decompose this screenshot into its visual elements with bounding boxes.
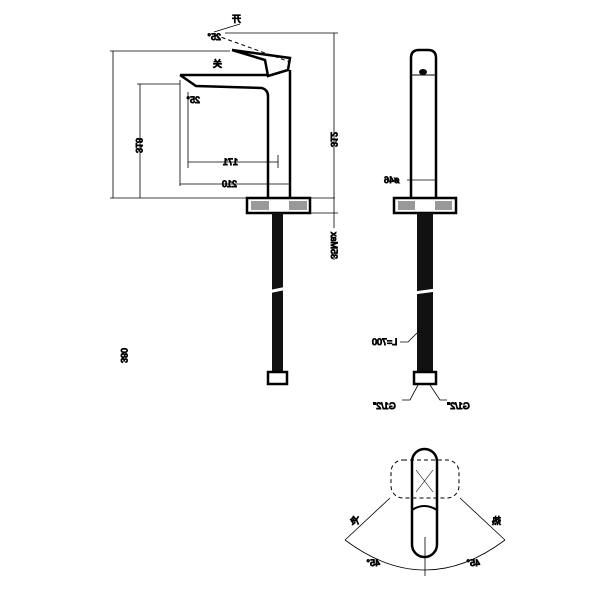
lever-top [410, 447, 439, 559]
front-view: ø46 L=700 G1/2" G1/2" [372, 48, 470, 412]
hose [272, 213, 283, 373]
hot-label: 热 [492, 515, 501, 526]
cold-label: 冷 [350, 515, 359, 526]
connector-right-label: G1/2" [447, 401, 470, 411]
spout [179, 73, 270, 198]
body-diameter-label: ø46 [384, 175, 400, 185]
angle-left-label: 45° [366, 558, 380, 568]
reach-inner-label: 171 [223, 157, 238, 167]
connector-left-label: G1/2" [373, 401, 396, 411]
front-hose-nuts [412, 370, 438, 386]
hose-length-label: L=700 [372, 337, 397, 347]
hose-nut [266, 370, 289, 386]
reach-outer-label: 210 [222, 179, 237, 189]
angle-right-label: 45° [466, 558, 480, 568]
lever-angle-label: 25° [207, 32, 221, 42]
lever [231, 48, 292, 78]
open-label: 开 [232, 14, 241, 24]
spout-angle-label: 25° [186, 95, 200, 105]
top-view: 冷 热 45° 45° [344, 447, 506, 576]
close-label: 关 [213, 58, 222, 69]
body-height-label: 312 [329, 132, 339, 147]
lever-open-outline [214, 34, 291, 63]
rotation-arc [344, 539, 506, 571]
deck-thickness-label: 35Max [329, 231, 339, 259]
dimension-lines [110, 23, 338, 260]
lever-rotated-outline [390, 459, 460, 499]
total-height-label: 380 [119, 348, 129, 363]
spout-height-label: 318 [134, 138, 144, 153]
front-body [409, 48, 438, 198]
side-view: 开 关 25° 25° 380 318 312 171 210 35Max [110, 14, 340, 386]
